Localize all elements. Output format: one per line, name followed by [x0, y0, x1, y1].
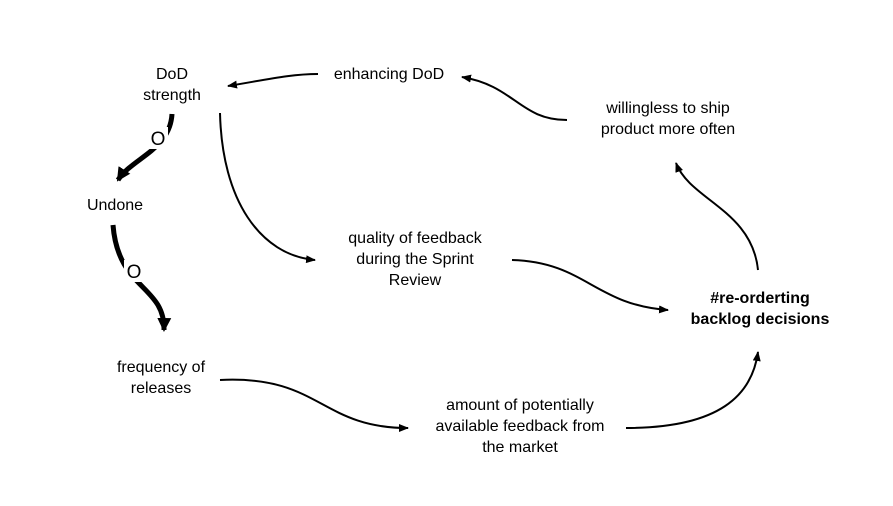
- node-undone: Undone: [70, 195, 160, 216]
- node-text: quality of feedback: [348, 230, 482, 247]
- node-quality-of-feedback: quality of feedback during the Sprint Re…: [325, 228, 505, 291]
- node-text: frequency of: [116, 359, 206, 376]
- node-willingness-to-ship: willingless to ship product more often: [578, 98, 758, 140]
- node-text: during the Sprint: [356, 251, 474, 268]
- node-text: #re-orderting: [710, 290, 810, 307]
- node-text: Review: [388, 272, 442, 289]
- node-enhancing-dod: enhancing DoD: [314, 64, 464, 85]
- arrow-enhancing-to-dod-strength: [227, 73, 319, 89]
- node-text: product more often: [600, 121, 736, 138]
- node-text: available feedback from: [435, 418, 605, 435]
- node-dod-strength: DoD strength: [122, 64, 222, 106]
- arrow-dod-strength-to-undone: [115, 113, 175, 182]
- node-text: amount of potentially: [446, 397, 594, 414]
- node-amount-of-feedback: amount of potentially available feedback…: [410, 395, 630, 458]
- arrow-willingness-to-enhancing: [461, 74, 568, 121]
- node-text: backlog decisions: [690, 311, 830, 328]
- arrow-undone-to-frequency: [110, 224, 172, 332]
- node-text: the market: [482, 439, 558, 456]
- arrow-reordering-to-willingness: [675, 162, 759, 271]
- polarity-label-undone-frequency: O: [127, 262, 142, 283]
- arrow-dod-strength-to-quality: [219, 112, 316, 264]
- arrow-frequency-to-amount: [219, 378, 409, 432]
- polarity-label-dod-undone: O: [151, 129, 166, 150]
- arrow-amount-to-reordering: [625, 351, 761, 429]
- node-text: releases: [130, 380, 192, 397]
- node-frequency-of-releases: frequency of releases: [100, 357, 222, 399]
- arrow-quality-to-reordering: [511, 259, 669, 314]
- node-text: DoD: [155, 66, 188, 83]
- node-text: enhancing DoD: [333, 66, 445, 83]
- node-text: willingless to ship: [606, 100, 730, 117]
- node-reordering-backlog: #re-orderting backlog decisions: [670, 288, 850, 330]
- node-text: strength: [143, 87, 201, 104]
- node-text: Undone: [86, 197, 144, 214]
